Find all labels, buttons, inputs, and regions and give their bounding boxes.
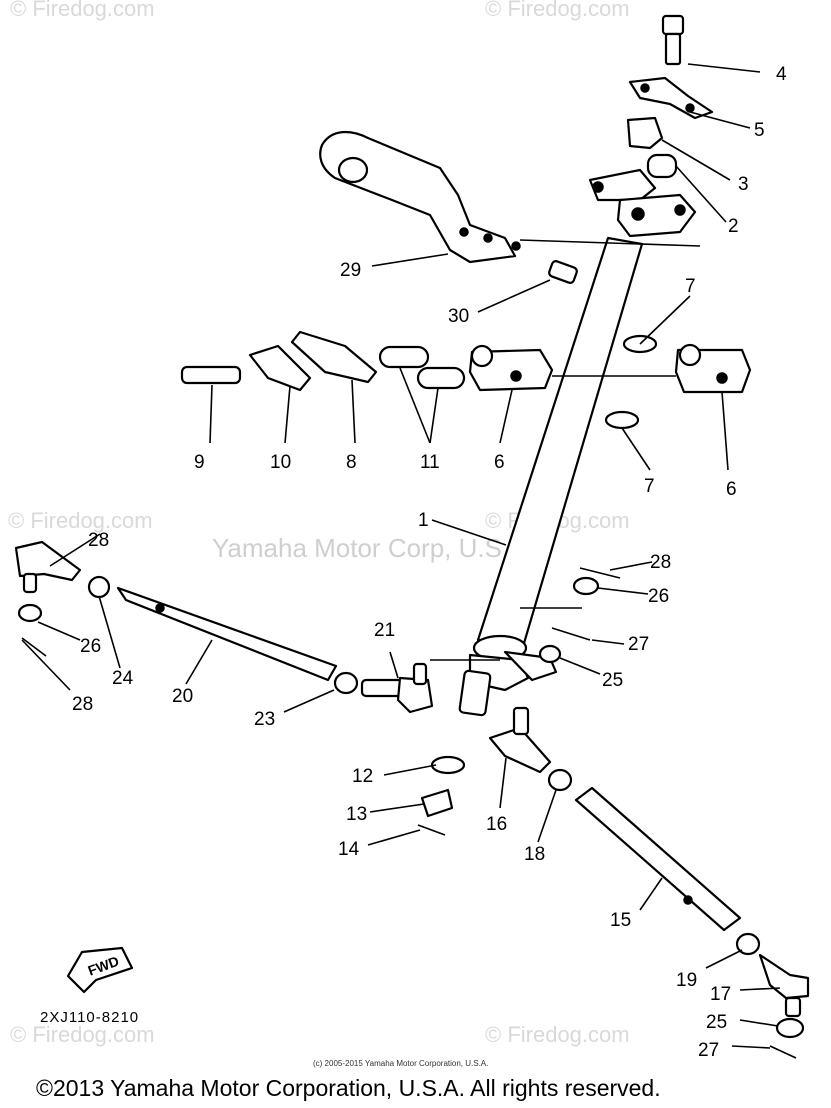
callout-20: 20 xyxy=(172,686,193,707)
band xyxy=(290,330,378,384)
cotter-pin-14 xyxy=(417,824,446,836)
watermark-top-left: © Firedog.com xyxy=(10,0,155,21)
diagram-code: 2XJ110-8210 xyxy=(40,1009,139,1026)
callout-17: 17 xyxy=(710,984,731,1005)
callout-9: 9 xyxy=(194,452,205,473)
callout-26-right: 26 xyxy=(648,586,669,607)
callout-24: 24 xyxy=(112,668,134,689)
nut-26-left xyxy=(17,603,43,623)
callout-12: 12 xyxy=(352,766,373,787)
callout-29: 29 xyxy=(340,260,361,281)
watermark-bottom-left: © Firedog.com xyxy=(10,1022,155,1047)
watermark-mid-left: © Firedog.com xyxy=(8,508,153,533)
callout-22: 28 xyxy=(88,530,109,551)
grommet-upper xyxy=(378,345,430,369)
callout-7-lower: 7 xyxy=(644,476,655,497)
callout-2: 2 xyxy=(728,216,739,237)
callout-14: 14 xyxy=(338,839,360,860)
copyright-main: ©2013 Yamaha Motor Corporation, U.S.A. A… xyxy=(36,1075,661,1101)
callout-25-lower: 25 xyxy=(706,1012,727,1033)
callout-6-right: 6 xyxy=(726,479,737,500)
callout-7-upper: 7 xyxy=(685,276,696,297)
callout-18: 18 xyxy=(524,844,545,865)
watermark-center: Yamaha Motor Corp, U.S.A. xyxy=(212,533,534,563)
handlebar-screw xyxy=(548,260,578,284)
leader-lines xyxy=(21,63,781,1049)
cable-holder xyxy=(248,344,312,392)
callout-15: 15 xyxy=(610,910,631,931)
nut-25-lower xyxy=(775,1017,805,1039)
callout-11: 11 xyxy=(420,452,440,473)
callout-23: 23 xyxy=(254,709,275,730)
watermark-bottom-right: © Firedog.com xyxy=(485,1022,630,1047)
callout-10: 10 xyxy=(270,452,291,473)
locknut-24 xyxy=(87,575,111,599)
callout-4: 4 xyxy=(776,64,787,85)
callout-1: 1 xyxy=(418,510,429,531)
callout-8: 8 xyxy=(346,452,357,473)
nut-26-upper xyxy=(572,576,600,596)
cotter-pin-28-left xyxy=(21,637,47,657)
callout-25-upper: 25 xyxy=(602,670,623,691)
tie-rod-end-center xyxy=(488,706,552,774)
tie-rod-end-left xyxy=(14,540,82,594)
locknut-18 xyxy=(547,768,573,792)
fwd-arrow: FWD xyxy=(66,946,134,994)
cotter-pin-27-lower xyxy=(769,1045,797,1059)
callout-28-right: 28 xyxy=(650,552,671,573)
tie-rod-end-left-inner xyxy=(360,662,434,714)
grommet-lower xyxy=(416,366,466,390)
clip-lower xyxy=(604,410,640,430)
castle-nut xyxy=(420,788,454,818)
callout-27-lower: 27 xyxy=(698,1040,719,1061)
holder-bolt xyxy=(180,365,242,385)
handlebar xyxy=(319,131,521,264)
callout-19: 19 xyxy=(676,970,697,991)
tie-rod-right xyxy=(574,786,742,932)
callout-6-left: 6 xyxy=(494,452,505,473)
tie-rod-end-right xyxy=(758,953,810,1018)
nut-25-upper xyxy=(538,644,562,664)
tie-rod-left xyxy=(116,586,338,682)
watermark-top-right: © Firedog.com xyxy=(485,0,630,21)
callout-27-upper: 27 xyxy=(628,634,649,655)
locknut-19 xyxy=(735,932,761,956)
upper-holder-assembly xyxy=(588,76,714,238)
callout-3: 3 xyxy=(738,174,749,195)
callout-30: 30 xyxy=(448,306,469,327)
locknut-23 xyxy=(333,671,359,695)
callout-13: 13 xyxy=(346,804,367,825)
callout-26-left: 26 xyxy=(80,636,101,657)
callout-numbers: 4 5 3 2 29 30 7 9 10 8 11 6 7 6 1 28 26 … xyxy=(72,64,787,1061)
cotter-pin-27-upper xyxy=(551,627,591,641)
callout-16: 16 xyxy=(486,814,507,835)
handlebar-holder-left xyxy=(468,344,554,392)
washer xyxy=(430,755,466,775)
callout-28-left: 28 xyxy=(72,694,93,715)
copyright-small: (c) 2005-2015 Yamaha Motor Corporation, … xyxy=(313,1059,488,1068)
steering-shaft xyxy=(458,236,644,717)
handlebar-holder-right xyxy=(674,343,752,394)
callout-5: 5 xyxy=(754,120,765,141)
top-bolt xyxy=(661,14,685,66)
callout-21: 21 xyxy=(374,620,395,641)
cotter-pin-28-upper xyxy=(579,567,621,579)
